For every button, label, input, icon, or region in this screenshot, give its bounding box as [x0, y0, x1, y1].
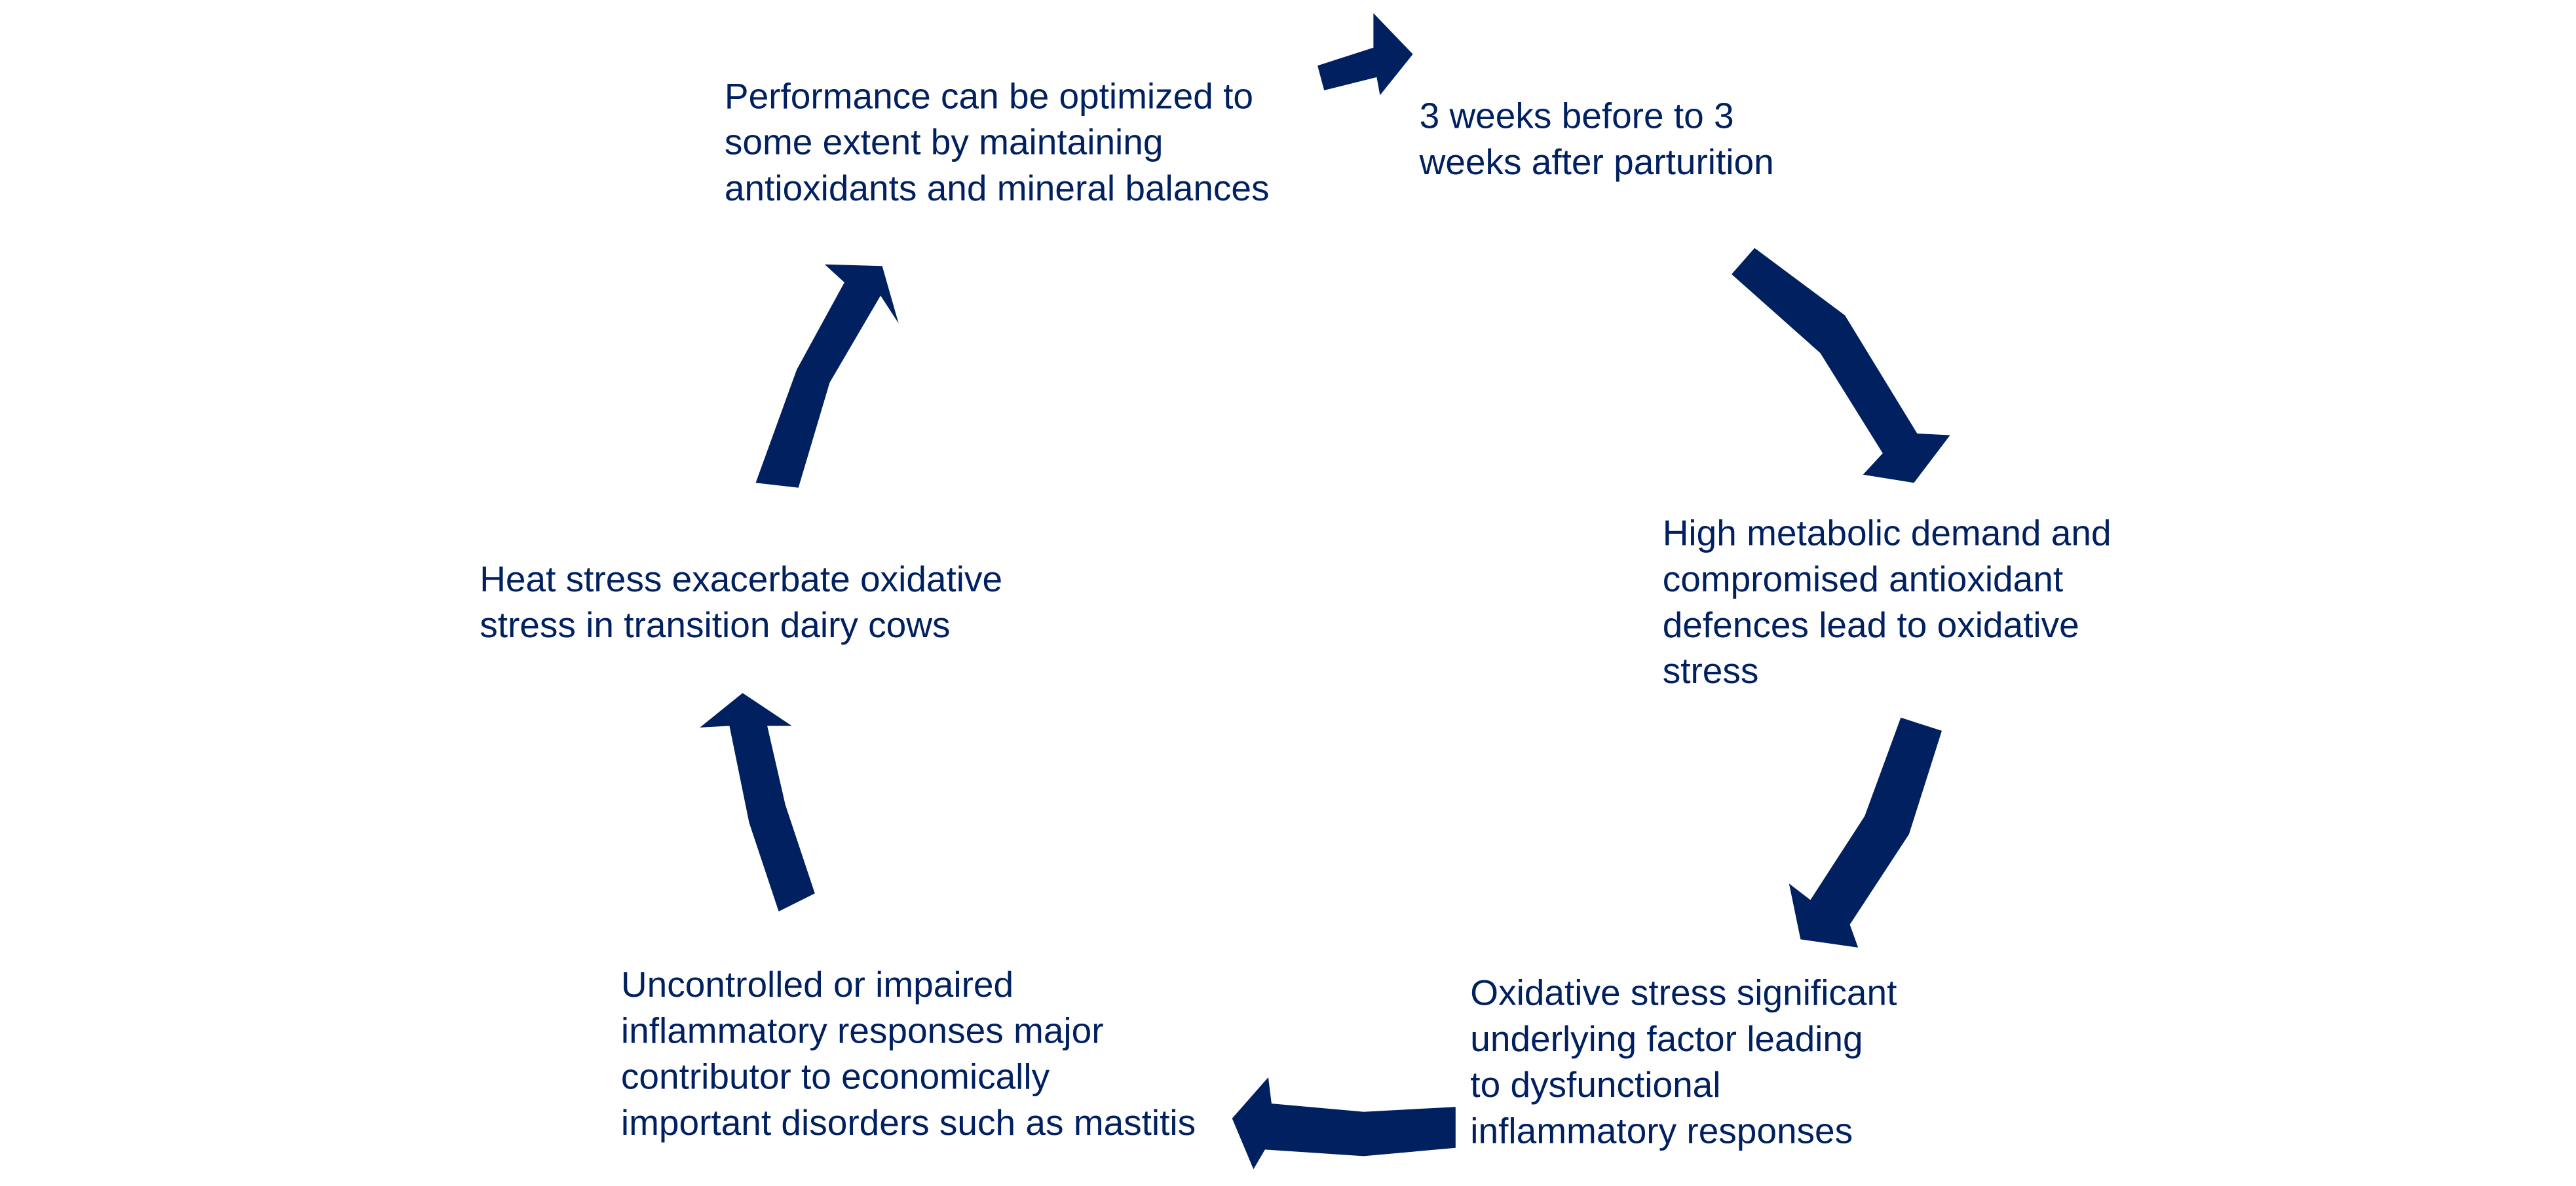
node-oxidative-stress-factor-line: inflammatory responses: [1470, 1110, 1853, 1151]
labels-layer: 3 weeks before to 3 weeks after parturiti…: [480, 76, 2111, 1151]
node-performance-line: antioxidants and mineral balances: [725, 168, 1270, 208]
node-oxidative-stress-factor-line: underlying factor leading: [1470, 1018, 1863, 1059]
node-period-line: weeks after parturition: [1419, 141, 1774, 182]
node-heat-stress: Heat stress exacerbate oxidative stress i…: [480, 559, 1002, 645]
node-performance-line: Performance can be optimized to: [725, 76, 1253, 117]
node-metabolic-demand: High metabolic demand and compromised ant…: [1663, 513, 2112, 692]
node-inflammatory-responses: Uncontrolled or impaired inflammatory res…: [621, 964, 1196, 1143]
arrow-to-metabolic-demand: [1732, 248, 1950, 483]
node-metabolic-demand-line: defences lead to oxidative: [1663, 604, 2079, 645]
node-oxidative-stress-factor-line: to dysfunctional: [1470, 1064, 1720, 1105]
node-metabolic-demand-line: stress: [1663, 650, 1759, 691]
node-period: 3 weeks before to 3 weeks after parturiti…: [1419, 96, 1774, 182]
node-oxidative-stress-factor: Oxidative stress significant underlying f…: [1470, 973, 1897, 1151]
node-period-line: 3 weeks before to 3: [1420, 96, 1734, 136]
node-inflammatory-responses-line: Uncontrolled or impaired: [621, 964, 1013, 1005]
node-performance: Performance can be optimized to some exte…: [725, 76, 1270, 208]
node-metabolic-demand-line: High metabolic demand and: [1663, 513, 2112, 553]
arrow-to-heat-stress: [700, 693, 815, 912]
node-inflammatory-responses-line: inflammatory responses major: [621, 1010, 1104, 1050]
node-performance-line: some extent by maintaining: [725, 122, 1164, 162]
arrow-to-inflammatory: [1232, 1077, 1456, 1170]
arrow-to-oxidative-stress: [1789, 717, 1942, 948]
node-oxidative-stress-factor-line: Oxidative stress significant: [1470, 973, 1897, 1013]
arrows-layer: [700, 13, 1950, 1170]
node-inflammatory-responses-line: important disorders such as mastitis: [621, 1102, 1196, 1143]
node-metabolic-demand-line: compromised antioxidant: [1663, 559, 2063, 599]
node-heat-stress-line: Heat stress exacerbate oxidative: [480, 559, 1002, 599]
arrow-to-performance: [755, 264, 899, 488]
node-heat-stress-line: stress in transition dairy cows: [480, 604, 950, 645]
node-inflammatory-responses-line: contributor to economically: [621, 1056, 1050, 1097]
arrow-to-period: [1317, 13, 1413, 96]
